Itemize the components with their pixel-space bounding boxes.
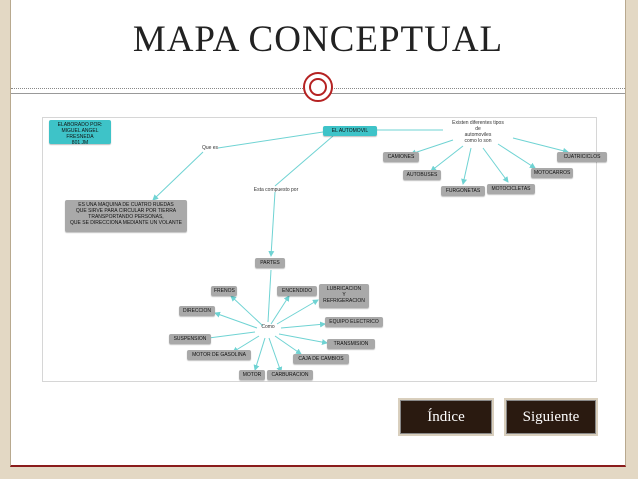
node-autobuses: AUTOBUSES xyxy=(403,170,441,180)
node-author: ELABORADO POR: MIGUEL ANGEL FRESNEDA 801… xyxy=(49,120,111,146)
slide-title: MAPA CONCEPTUAL xyxy=(132,19,504,60)
node-motocarros: MOTOCARROS xyxy=(531,168,573,178)
node-caja-cambios: CAJA DE CAMBIOS xyxy=(293,354,349,364)
connector-tipos-furgonetas xyxy=(461,147,472,185)
concept-map: ELABORADO POR: MIGUEL ANGEL FRESNEDA 801… xyxy=(43,118,607,381)
connector-main-compuesto xyxy=(274,135,334,187)
circle-ornament-icon xyxy=(303,72,333,102)
node-transmision: TRANSMISION xyxy=(327,339,375,349)
label-como: Como xyxy=(261,324,275,330)
connector-partes-como xyxy=(267,269,272,323)
node-motor: MOTOR xyxy=(239,370,265,380)
indice-button[interactable]: Índice xyxy=(400,400,492,434)
node-equipo-electrico: EQUIPO ELECTRICO xyxy=(325,317,383,327)
node-motocicletas: MOTOCICLETAS xyxy=(487,184,535,194)
connector-como-encendido xyxy=(270,295,290,325)
connector-como-motor-gasolina xyxy=(232,335,260,353)
node-furgonetas: FURGONETAS xyxy=(441,186,485,196)
node-direccion: DIRECCION xyxy=(179,306,215,316)
slide: MAPA CONCEPTUAL xyxy=(10,0,626,467)
label-tipos: Existen diferentes tipos de automoviles … xyxy=(452,120,504,144)
node-suspension: SUSPENSION xyxy=(169,334,211,344)
siguiente-button[interactable]: Siguiente xyxy=(506,400,596,434)
node-camiones: CAMIONES xyxy=(383,152,419,162)
node-encendido: ENCENDIDO xyxy=(277,286,317,296)
concept-map-connectors xyxy=(152,129,569,373)
node-main-automovil: EL AUTOMOVIL xyxy=(323,126,377,136)
connector-como-carburacion xyxy=(268,337,283,373)
connector-tipos-camiones xyxy=(410,139,454,156)
connector-tipos-autobuses xyxy=(430,145,464,172)
node-carburacion: CARBURACION xyxy=(267,370,313,380)
node-cuatriciclos: CUATRICICLOS xyxy=(557,152,607,162)
connector-main-que-es xyxy=(217,131,324,149)
connector-tipos-cuatriciclos xyxy=(512,137,569,154)
connector-tipos-motocicletas xyxy=(482,147,509,183)
connector-como-direccion xyxy=(214,311,258,329)
node-frenos: FRENOS xyxy=(211,286,237,296)
connector-como-motor xyxy=(253,337,266,371)
node-motor-gasolina: MOTOR DE GASOLINA xyxy=(187,350,251,360)
node-lubricacion: LUBRICACION Y REFRIGERACION xyxy=(319,284,369,308)
connector-como-frenos xyxy=(230,295,264,327)
connector-como-transmision xyxy=(278,333,328,346)
connector-compuesto-partes xyxy=(268,191,276,257)
connector-que-es-definition xyxy=(152,151,204,201)
connector-como-equipo xyxy=(280,321,326,329)
connector-tipos-motocarros xyxy=(497,143,536,169)
node-partes: PARTES xyxy=(255,258,285,268)
label-compuesto-por: Esta compuesto por xyxy=(253,187,299,193)
connector-como-caja xyxy=(274,335,302,355)
node-definition: ES UNA MAQUINA DE CUATRO RUEDAS QUE SIRV… xyxy=(65,200,187,232)
connector-como-lubricacion xyxy=(276,299,319,325)
label-que-es: Que es xyxy=(201,145,219,151)
